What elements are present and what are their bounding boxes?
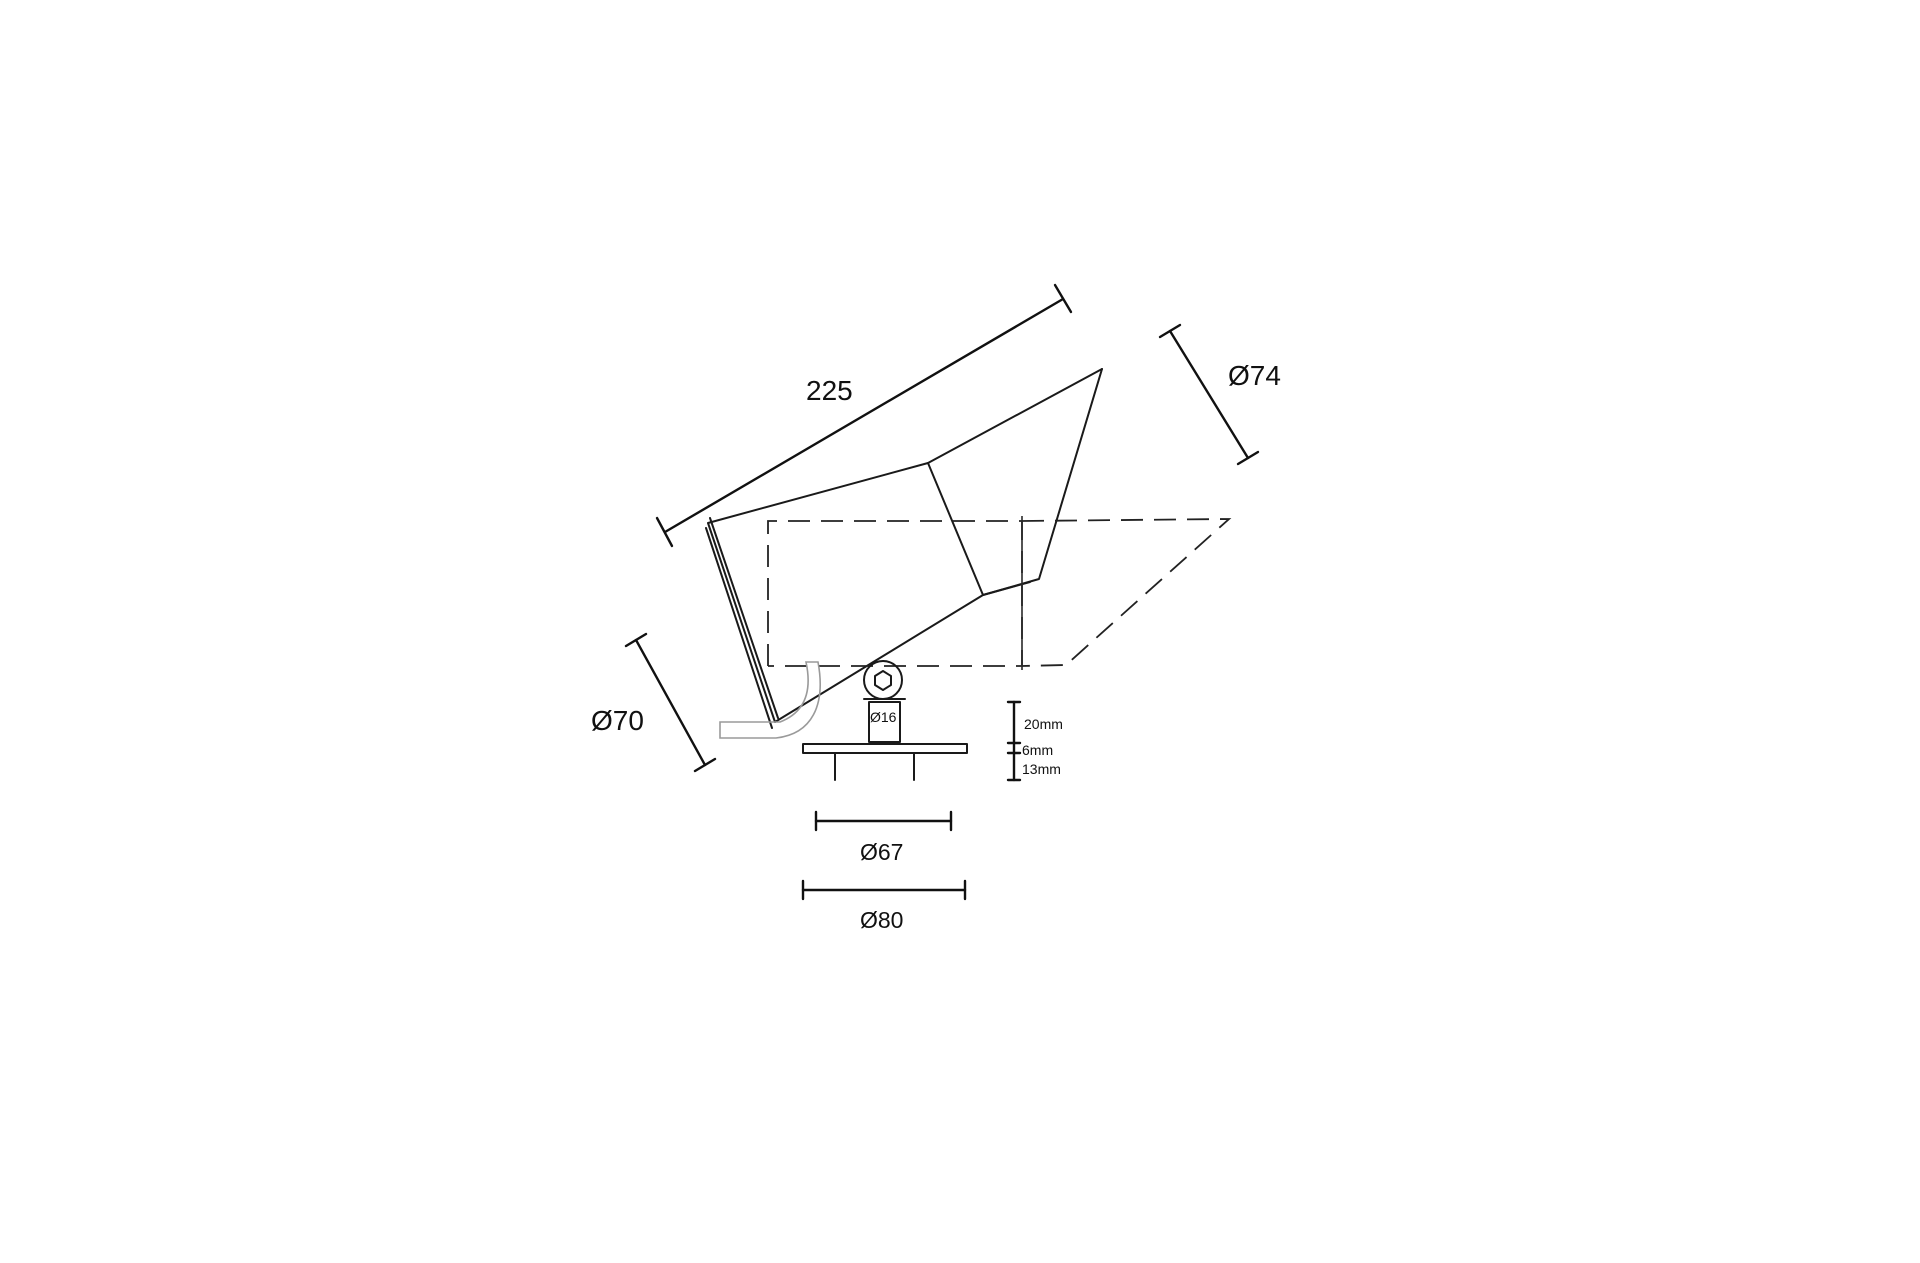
body-diameter-dimension-line <box>624 632 717 773</box>
base-plate <box>802 743 968 781</box>
base-outer-dimension-line <box>801 879 967 901</box>
plate-thickness-label: 6mm <box>1022 742 1053 758</box>
head-diameter-dimension-line <box>1158 323 1260 466</box>
height-dimension-ladder <box>1006 700 1022 782</box>
base-inner-diameter-label: Ø67 <box>860 839 903 865</box>
overall-length-label: 225 <box>806 375 853 406</box>
pivot-diameter-label: Ø16 <box>870 709 897 725</box>
spotlight-head <box>927 368 1103 596</box>
body-diameter-label: Ø70 <box>591 705 644 736</box>
spike-length-label: 13mm <box>1022 761 1061 777</box>
base-outer-diameter-label: Ø80 <box>860 907 903 933</box>
pivot-knuckle <box>863 660 903 700</box>
stem-height-label: 20mm <box>1024 716 1063 732</box>
length-dimension-line <box>655 283 1073 548</box>
power-cable <box>719 661 821 739</box>
pivot-assembly <box>863 660 906 743</box>
head-diameter-label: Ø74 <box>1228 360 1281 391</box>
base-inner-dimension-line <box>814 810 953 832</box>
pivot-stem <box>868 701 901 743</box>
alternative-position-outline <box>767 516 1232 670</box>
spotlight-body <box>705 462 984 729</box>
hex-bolt-icon <box>874 670 892 691</box>
